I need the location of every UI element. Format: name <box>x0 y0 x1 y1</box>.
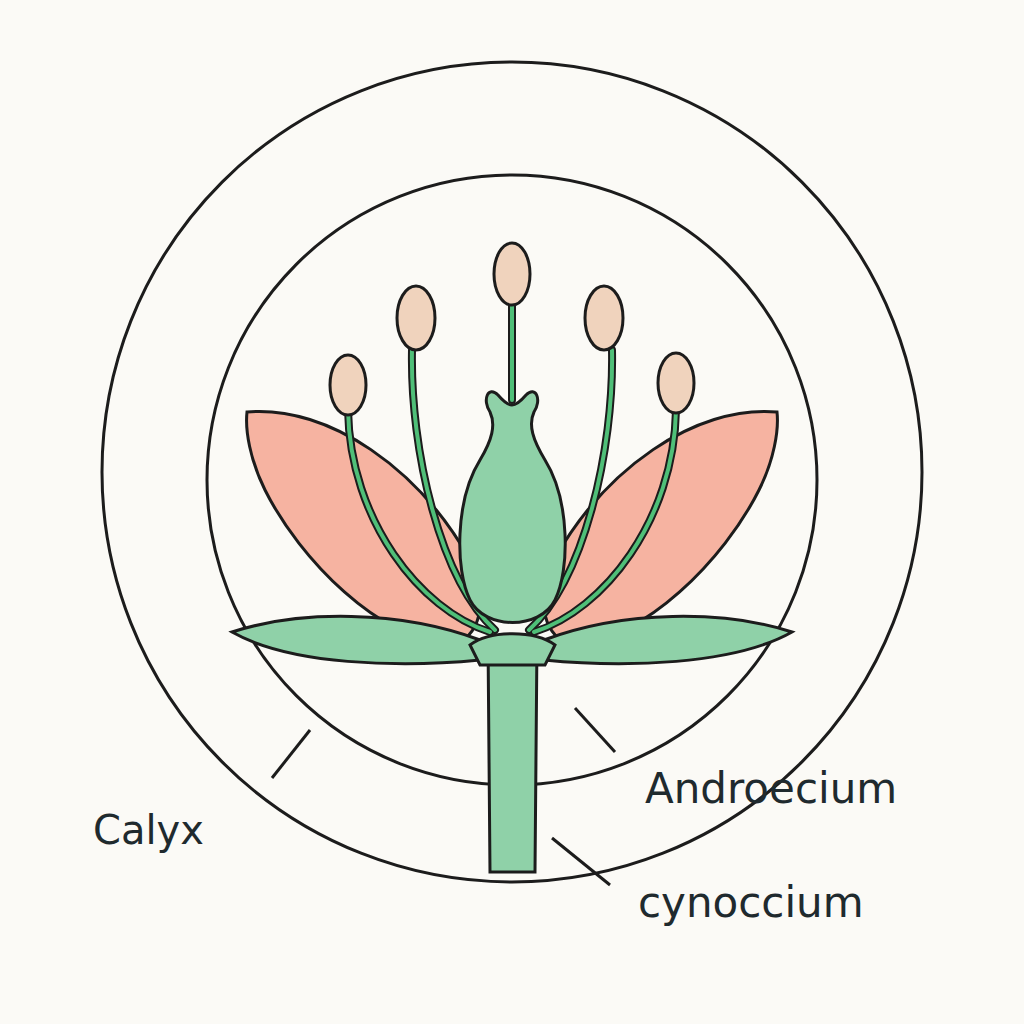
receptacle <box>470 634 555 665</box>
part-label: cynoccium <box>638 880 864 926</box>
sepal <box>232 616 480 663</box>
part-label: Calyx <box>93 808 204 852</box>
filaments <box>348 305 676 632</box>
part-label: Androecium <box>645 766 897 812</box>
pistil <box>460 392 565 623</box>
stem <box>488 640 537 872</box>
anthers <box>330 243 694 415</box>
sepal <box>544 616 792 663</box>
outer-circle <box>102 62 922 882</box>
leader-lines <box>272 708 615 885</box>
